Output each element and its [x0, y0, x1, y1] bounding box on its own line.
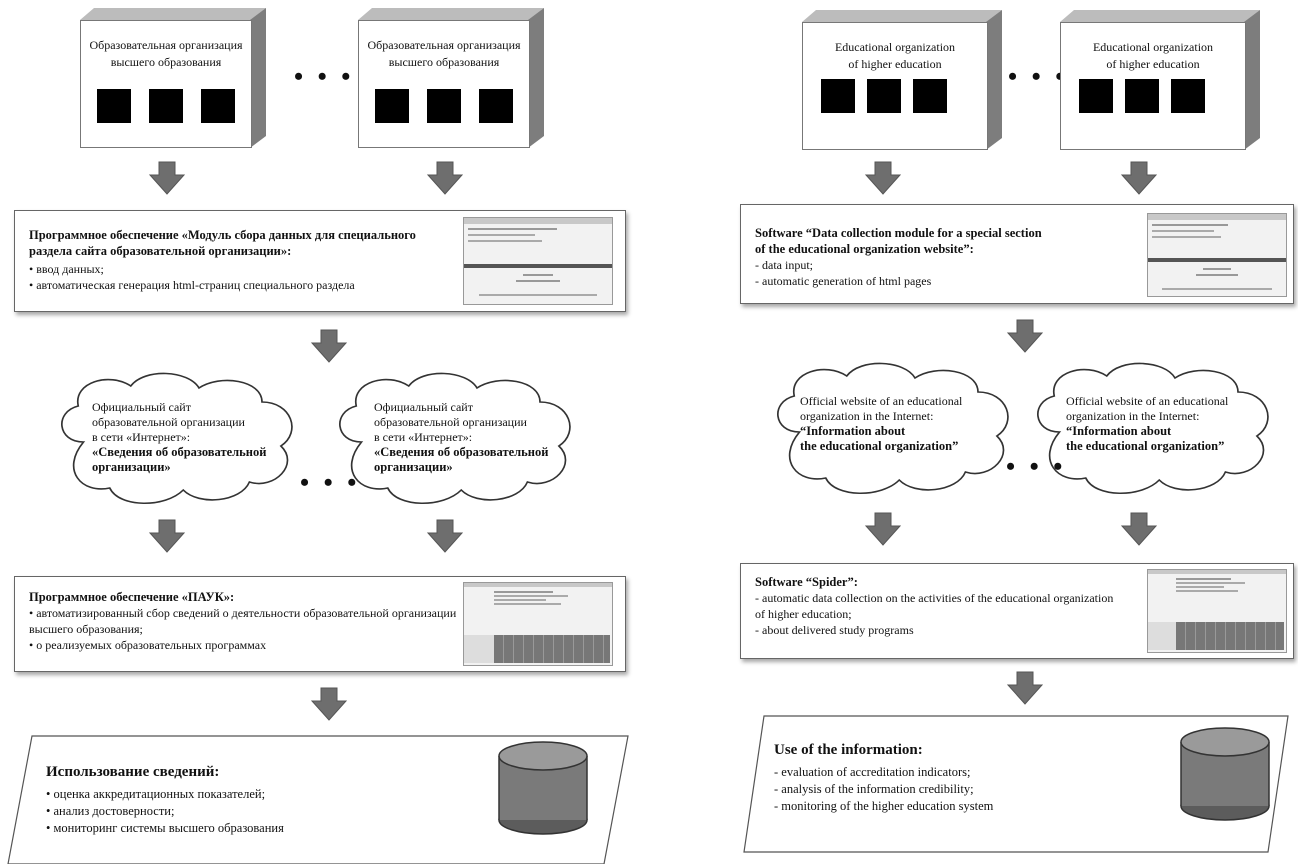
software-panel-spider: Software “Spider”: - automatic data coll…	[740, 563, 1294, 659]
final-title: Использование сведений:	[46, 764, 220, 780]
panel-items: - data input; - automatic generation of …	[755, 258, 932, 288]
panel-items: • автоматизированный сбор сведений о дея…	[29, 606, 457, 652]
square-icon	[867, 79, 901, 113]
final-items: - evaluation of accreditation indicators…	[774, 765, 994, 813]
ellipsis: • • •	[294, 62, 355, 91]
use-of-information: Использование сведений: • оценка аккреди…	[46, 764, 486, 854]
panel-items: - automatic data collection on the activ…	[755, 591, 1114, 637]
arrow-down-icon	[865, 512, 901, 546]
final-box-right	[743, 715, 1289, 853]
arrow-down-icon	[149, 161, 185, 195]
arrow-down-icon	[427, 161, 463, 195]
software-panel-data-module: Software “Data collection module for a s…	[740, 204, 1294, 304]
square-icon	[821, 79, 855, 113]
final-title: Use of the information:	[774, 742, 923, 758]
ellipsis: • • •	[300, 468, 361, 497]
arrow-down-icon	[1121, 512, 1157, 546]
arrow-down-icon	[865, 161, 901, 195]
arrow-down-icon	[1007, 671, 1043, 705]
square-icon	[97, 89, 131, 123]
use-of-information: Use of the information: - evaluation of …	[774, 742, 1174, 832]
arrow-down-icon	[149, 519, 185, 553]
square-icon	[1079, 79, 1113, 113]
square-icon	[1125, 79, 1159, 113]
arrow-down-icon	[311, 329, 347, 363]
square-icon	[375, 89, 409, 123]
square-icon	[427, 89, 461, 123]
square-icon	[201, 89, 235, 123]
database-icon	[1180, 727, 1270, 821]
square-icon	[1171, 79, 1205, 113]
arrow-down-icon	[427, 519, 463, 553]
ellipsis: • • •	[1006, 452, 1067, 481]
panel-title: Программное обеспечение «ПАУК»:	[29, 590, 235, 604]
square-icon	[479, 89, 513, 123]
final-items: • оценка аккредитационных показателей; •…	[46, 787, 284, 835]
panel-title: Software “Spider”:	[755, 575, 858, 589]
screenshot-thumbnail	[463, 217, 613, 305]
final-box-left	[7, 735, 629, 864]
screenshot-thumbnail	[1147, 213, 1287, 297]
arrow-down-icon	[1121, 161, 1157, 195]
square-icon	[149, 89, 183, 123]
arrow-down-icon	[311, 687, 347, 721]
screenshot-thumbnail	[463, 582, 613, 666]
screenshot-thumbnail	[1147, 569, 1287, 653]
database-icon	[498, 741, 588, 835]
arrow-down-icon	[1007, 319, 1043, 353]
panel-items: • ввод данных; • автоматическая генераци…	[29, 262, 355, 292]
panel-title: Software “Data collection module for a s…	[755, 226, 1042, 256]
software-panel-data-module: Программное обеспечение «Модуль сбора да…	[14, 210, 626, 312]
panel-title: Программное обеспечение «Модуль сбора да…	[29, 228, 416, 258]
square-icon	[913, 79, 947, 113]
software-panel-spider: Программное обеспечение «ПАУК»: • автома…	[14, 576, 626, 672]
ellipsis: • • •	[1008, 62, 1069, 91]
